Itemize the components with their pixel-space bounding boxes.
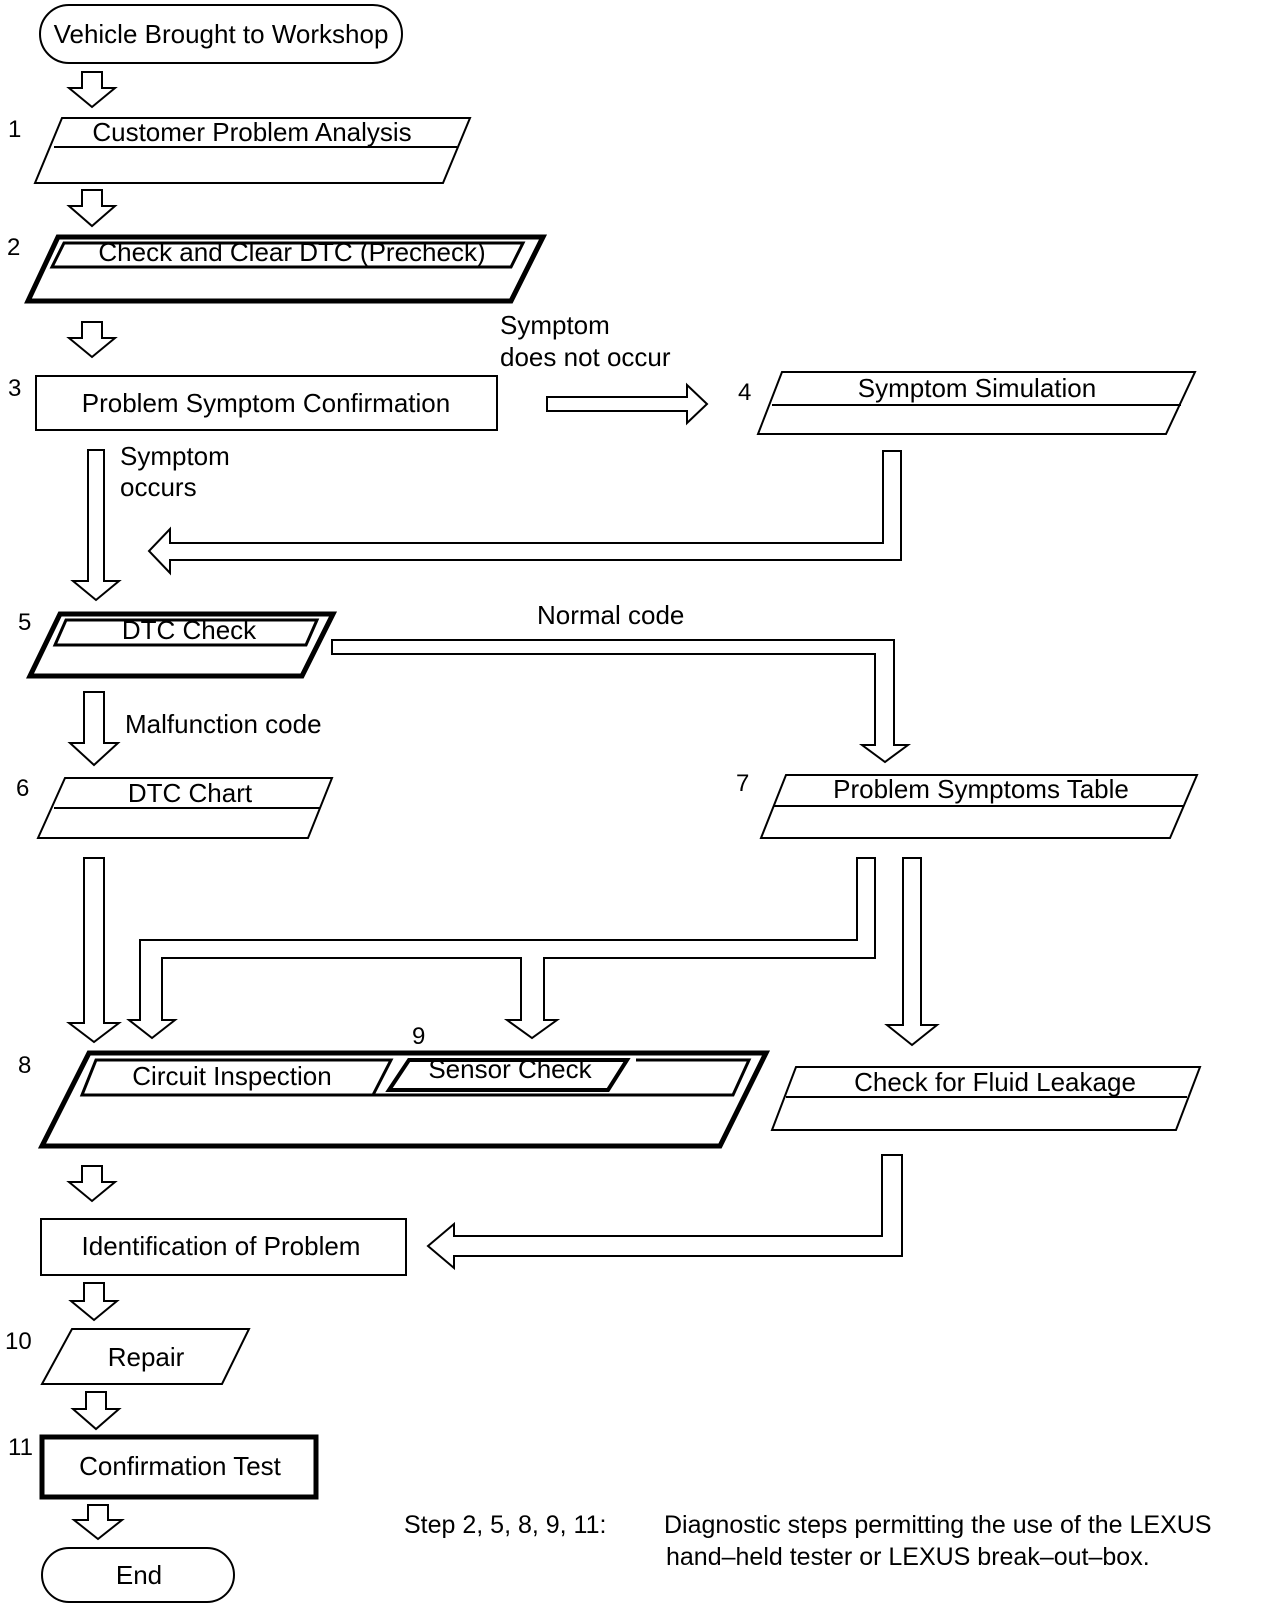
note-line1: Diagnostic steps permitting the use of t… (664, 1511, 1212, 1539)
fluid-leakage-label: Check for Fluid Leakage (854, 1067, 1136, 1097)
step-6-number: 6 (16, 775, 29, 802)
step-10-label: Repair (108, 1342, 185, 1372)
step-1-number: 1 (8, 116, 21, 143)
edge-no-symptom-line1: Symptom (500, 310, 610, 340)
edge-symptom-line2: occurs (120, 472, 197, 502)
edge-symptom-line1: Symptom (120, 441, 230, 471)
step-5-label: DTC Check (122, 615, 257, 645)
step-2-box (24, 234, 548, 304)
arrow-start-to-1 (66, 71, 118, 109)
arrow-5-to-7 (331, 639, 912, 764)
step-9-number: 9 (412, 1023, 425, 1050)
step-3-box (35, 375, 498, 431)
arrow-ident-to-10 (68, 1282, 120, 1322)
step-10-box (40, 1328, 251, 1385)
step-3-number: 3 (8, 375, 21, 402)
note-prefix: Step 2, 5, 8, 9, 11: (404, 1511, 606, 1539)
ident-label: Identification of Problem (82, 1231, 361, 1261)
edge-malfunction-code: Malfunction code (125, 709, 322, 739)
arrow-1-to-2 (66, 189, 118, 228)
fluid-leakage-box (770, 1066, 1202, 1131)
arrow-fluid-to-ident (426, 1154, 903, 1271)
step-11-box (39, 1434, 319, 1500)
step-7-label: Problem Symptoms Table (833, 774, 1129, 804)
step-1-box (33, 117, 472, 184)
arrow-7-to-8-and-9 (126, 857, 876, 1040)
arrow-10-to-11 (70, 1391, 122, 1431)
ident-box (40, 1218, 407, 1276)
start-label: Vehicle Brought to Workshop (54, 19, 389, 49)
step-5-box (26, 611, 338, 679)
step-8-label: Circuit Inspection (132, 1061, 331, 1091)
note-line2: hand–held tester or LEXUS break–out–box. (666, 1543, 1150, 1571)
step-2-label: Check and Clear DTC (Precheck) (98, 237, 485, 267)
step-5-number: 5 (18, 609, 31, 636)
step-11-number: 11 (8, 1434, 33, 1461)
step-8-box (37, 1050, 771, 1149)
arrow-5-to-6 (67, 691, 121, 767)
edge-normal-code: Normal code (537, 600, 684, 630)
step-1-label: Customer Problem Analysis (92, 117, 411, 147)
step-10-number: 10 (5, 1328, 32, 1355)
step-7-number: 7 (736, 770, 749, 797)
step-9-box (385, 1058, 631, 1092)
step-2-number: 2 (7, 234, 20, 261)
step-3-label: Problem Symptom Confirmation (82, 388, 450, 418)
step-7-box (759, 774, 1199, 839)
edge-no-symptom-line2: does not occur (500, 342, 671, 372)
arrow-8-to-ident (66, 1165, 118, 1203)
step-8-number: 8 (18, 1052, 31, 1079)
step-6-box (36, 777, 334, 839)
step-6-label: DTC Chart (128, 778, 253, 808)
step-4-number: 4 (738, 379, 751, 406)
step-9-label: Sensor Check (428, 1054, 592, 1084)
step-11-label: Confirmation Test (79, 1451, 282, 1481)
arrow-7-to-fluid (884, 857, 940, 1047)
arrow-4-loop-back (147, 450, 902, 576)
arrow-2-to-3 (66, 321, 118, 359)
start-terminator (39, 4, 403, 64)
end-label: End (116, 1560, 162, 1590)
step-4-label: Symptom Simulation (858, 373, 1096, 403)
step-4-box (756, 371, 1197, 435)
arrow-11-to-end (71, 1504, 125, 1541)
arrow-6-to-8 (66, 857, 122, 1044)
arrow-3-to-4 (546, 382, 709, 426)
arrow-3-to-5 (70, 449, 122, 602)
end-terminator (41, 1547, 235, 1603)
